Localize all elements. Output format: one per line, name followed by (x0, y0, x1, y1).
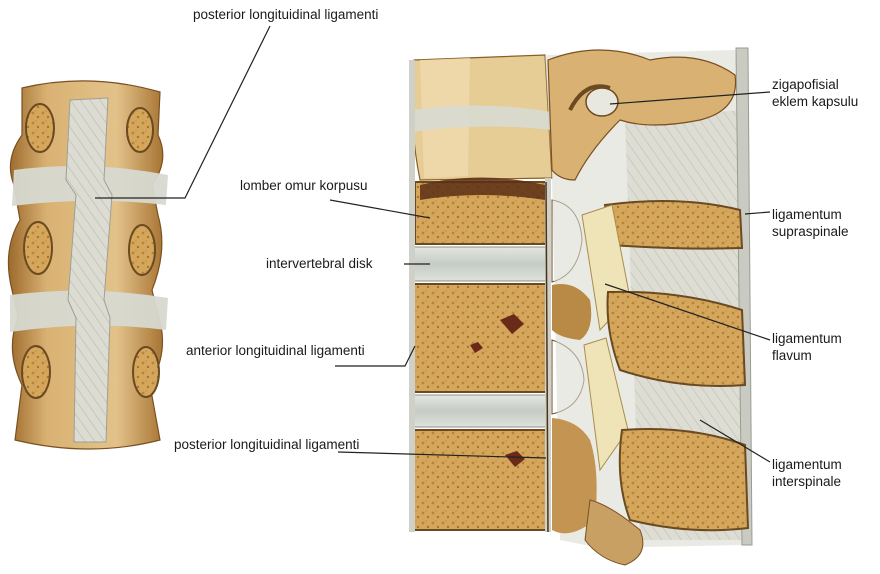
label-ligamentum-flavum: ligamentum flavum (772, 330, 842, 364)
label-zigapofisial-capsule: zigapofisial eklem kapsulu (772, 76, 858, 110)
label-ligamentum-interspinale: ligamentum interspinale (772, 456, 842, 490)
label-ligamentum-supraspinale: ligamentum supraspinale (772, 206, 849, 240)
label-lomber-omur-korpusu: lomber omur korpusu (240, 177, 368, 194)
label-anterior-longitudinal: anterior longituidinal ligamenti (186, 342, 365, 359)
left-spine-figure (8, 81, 168, 449)
label-intervertebral-disk: intervertebral disk (266, 255, 373, 272)
label-posterior-longitudinal-bottom: posterior longituidinal ligamenti (174, 436, 359, 453)
label-posterior-longitudinal-top: posterior longituidinal ligamenti (193, 6, 378, 23)
right-spine-figure (412, 48, 752, 565)
